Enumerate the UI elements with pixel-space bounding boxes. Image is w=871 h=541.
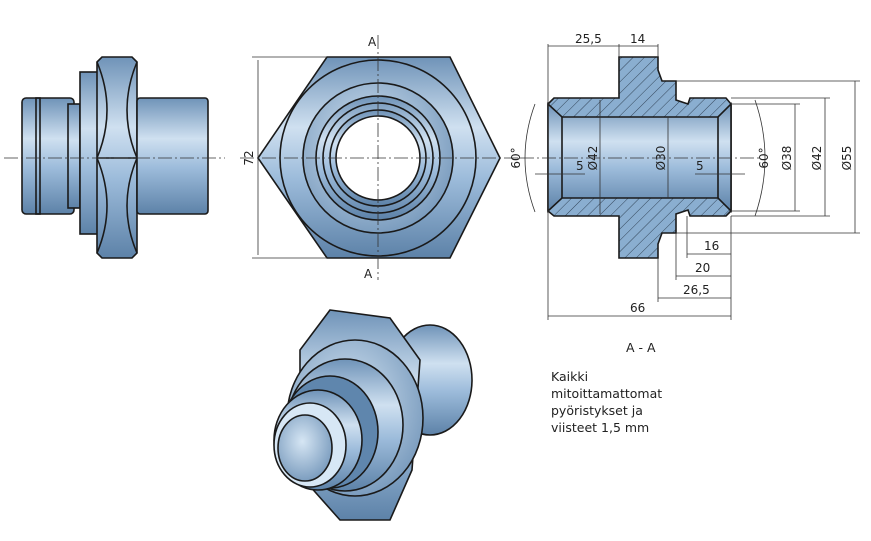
dia-38: Ø38 <box>780 146 794 171</box>
chamfer-left: 5 <box>576 159 584 173</box>
side-view <box>4 56 225 259</box>
isometric-view <box>273 309 473 521</box>
dim-20: 20 <box>695 261 710 275</box>
note-line: pyöristykset ja <box>551 403 643 418</box>
general-note: Kaikki mitoittamattomat pyöristykset ja … <box>551 368 662 436</box>
chamfer-right: 5 <box>696 159 704 173</box>
dim-16: 16 <box>704 239 719 253</box>
dim-66: 66 <box>630 301 645 315</box>
note-line: Kaikki <box>551 369 589 384</box>
dia-42-right: Ø42 <box>810 146 824 171</box>
cut-mark-top: A <box>368 35 377 49</box>
across-flats-dimension: 72 <box>242 150 256 165</box>
dim-26-5: 26,5 <box>683 283 710 297</box>
dim-25-5: 25,5 <box>575 32 602 46</box>
front-view: 72 A A <box>240 35 520 281</box>
section-label: A - A <box>626 340 656 355</box>
section-view: 25,5 14 Ø42 Ø30 5 5 60° 60° Ø38 Ø42 Ø55 … <box>509 32 860 320</box>
angle-right: 60° <box>757 147 771 168</box>
dia-30: Ø30 <box>654 146 668 171</box>
dia-42-left: Ø42 <box>586 146 600 171</box>
dia-55: Ø55 <box>840 146 854 171</box>
angle-left: 60° <box>509 147 523 168</box>
cut-mark-bottom: A <box>364 267 373 281</box>
note-line: mitoittamattomat <box>551 386 663 401</box>
note-line: viisteet 1,5 mm <box>551 420 650 435</box>
dim-14: 14 <box>630 32 645 46</box>
